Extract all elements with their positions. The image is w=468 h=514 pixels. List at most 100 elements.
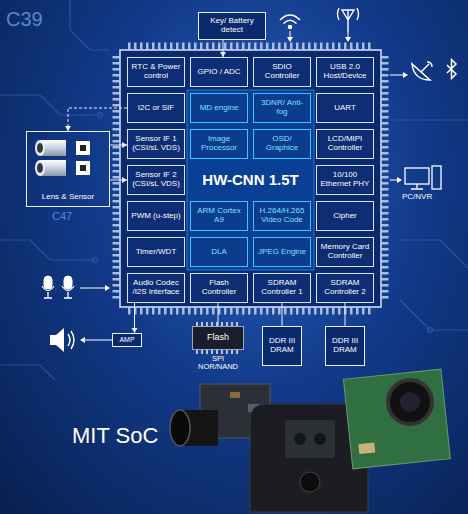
box-text: SDRAM Controller 2 [319,279,371,297]
connector-line [345,303,346,326]
box-text: Sensor IF 1 (CSI/sL VDS) [130,135,182,153]
pin-row [128,308,374,315]
box-text: 10/100 Ethernet PHY [319,171,371,189]
diagram-title: MIT SoC [72,424,158,448]
camera-lens [300,472,320,492]
connector-line [282,303,283,326]
wifi-arc [284,20,297,23]
lens-sensor-box: Lens & Sensor [26,131,110,207]
box-text: Key/ Battery detect [202,17,262,35]
chip-block: Sensor IF 1 (CSI/sL VDS) [127,129,185,159]
chip-block: SDIO Controller [253,57,311,87]
arrowhead [287,37,293,42]
box-text: SDRAM Controller 1 [256,279,308,297]
board-lens [388,380,432,424]
board-silkscreen: C39 [6,8,43,30]
wifi-arc [280,15,300,20]
wire [390,180,398,181]
connector [358,443,375,455]
chip-block: GPIO / ADC [190,57,248,87]
lens-face [35,160,45,176]
connector [132,303,138,333]
connector [220,40,226,57]
antenna [342,10,354,32]
box-text: GPIO / ADC [193,68,245,77]
box-note: SPI NOR/NAND [195,355,241,372]
chip-block: Flash Controller [190,273,248,303]
circuit-traces [0,0,468,380]
connector-line [218,303,219,326]
arrowhead [397,177,402,183]
external-box: DDR III DRAM [325,326,365,366]
bluetooth-symbol [447,60,456,79]
box-text: 3DNR/ Anti-fog [256,99,308,117]
chip-block: Cipher [316,201,374,231]
speaker [50,328,112,352]
box-text: DDR III DRAM [329,337,361,355]
core-block: 3DNR/ Anti-fog [253,93,311,123]
lens-glass [37,143,43,153]
chip-block: Audio Codec /I2S interface [127,273,185,303]
connector [110,142,127,148]
box-text: RTC & Power control [130,63,182,81]
chip-block: UART [316,93,374,123]
core-block: DLA [190,237,248,267]
green-board [343,369,450,469]
wire [80,288,106,289]
box-text: Image Processor [193,135,245,153]
chip-block: LCD/MIPI Controller [316,129,374,159]
box-text: AMP [114,336,140,344]
box-text: UART [319,104,371,113]
core-block: OSD/ Graphice [253,129,311,159]
trace [400,300,468,330]
arrowhead [345,37,351,42]
pin-row [113,56,120,302]
core-block: Image Processor [190,129,248,159]
core-block: H.264/H.265 Video Code [253,201,311,231]
box-text: Memory Card Controller [319,243,371,261]
box-text: Cipher [319,212,371,221]
chip-block: I2C or SIF [127,93,185,123]
lens-glass [37,163,43,173]
connector [110,177,127,183]
box-text: DDR III DRAM [266,337,298,355]
core-panel [187,90,314,270]
wifi-icon [280,15,300,42]
connector [282,303,283,326]
camera-window [285,420,335,458]
sensor-dot [314,433,326,445]
trace [0,240,95,260]
board-silkscreen: C47 [52,210,72,222]
trace [70,0,110,50]
monitor-stand [411,184,423,189]
box-text: Flash Controller [193,279,245,297]
pcb [343,369,450,469]
device-label: PC/NVR [402,193,432,202]
box-text: Audio Codec /I2S interface [130,279,182,297]
cnn-band: HW-CNN 1.5T [190,165,311,195]
box-text: JPEG Engine [256,248,308,257]
pc-icon [390,166,441,189]
chip-block: SDRAM Controller 1 [253,273,311,303]
chip-block: USB 2.0 Host/Device [316,57,374,87]
via [93,258,98,263]
sensor-dot [294,433,306,445]
chip-block: Sensor IF 2 (CSI/sL VDS) [127,165,185,195]
pin-row [382,56,389,302]
sensor-die [80,165,86,171]
box-text: LCD/MIPI Controller [319,135,371,153]
arrowhead [105,285,110,291]
external-box: Key/ Battery detect [198,12,266,40]
amp-box: AMP [112,333,142,347]
microphones [42,276,110,298]
sensor-chip [76,141,90,155]
lens-sensor-drawing [35,140,90,176]
chip-block: RTC & Power control [127,57,185,87]
trace [0,365,55,380]
pin-row [128,43,374,50]
external-box: DDR III DRAM [262,326,302,366]
flash-chip: FlashSPI NOR/NAND [192,326,244,350]
chip-pins [116,46,385,311]
box-text: SDIO Controller [256,63,308,81]
